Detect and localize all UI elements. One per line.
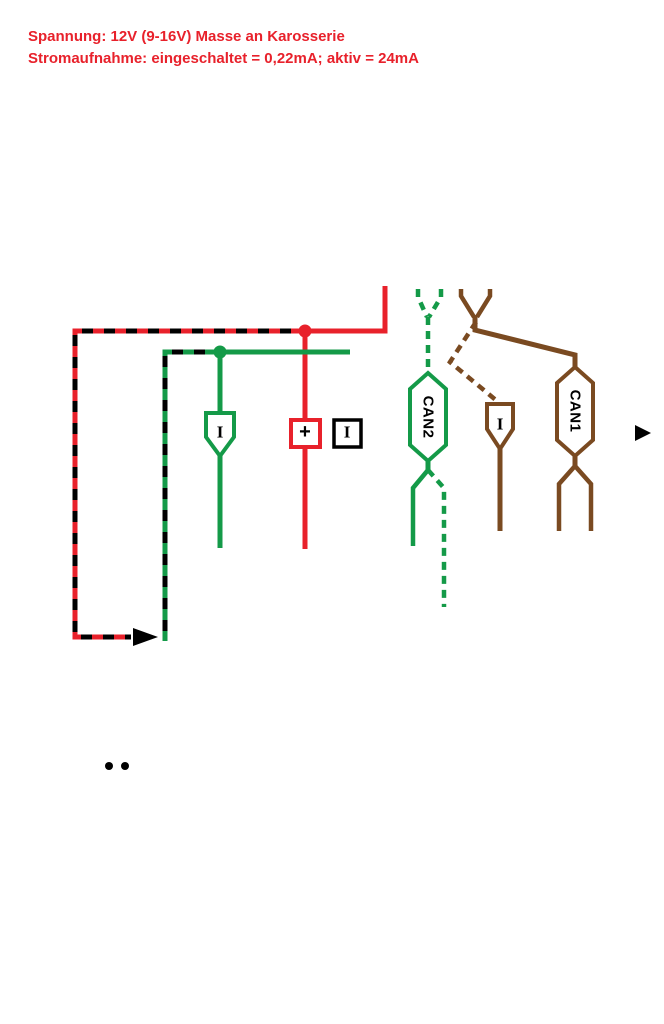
can1-bottom-left-branch [556,464,577,531]
can2-top-y-right-prong [427,289,444,319]
can2-connector-label: CAN2 [420,396,437,439]
terminal-green-shape [204,411,236,460]
terminal-green-label: I [217,423,224,442]
spec-header: Spannung: 12V (9-16V) Masse an Karosseri… [28,26,419,70]
green-wire [213,345,350,548]
red-black-stripe-overlay [72,328,302,640]
can2-bottom-right-branch-dashed [426,468,447,607]
green-black-stripe-underlay [162,349,216,641]
terminal-plus-label: + [299,421,311,443]
right-edge-arrow-icon [635,425,651,441]
voltage-spec-text: Spannung: 12V (9-16V) Masse an Karosseri… [28,28,345,45]
continuation-dot [121,762,129,770]
red-power-wire [298,286,388,549]
green-wires-below-can2 [410,461,447,607]
terminal-signal-black-label: I [344,423,351,442]
can2-top-y-left-prong [415,289,430,318]
can1-top-y-right-prong [475,289,493,319]
terminal-green: I [204,411,236,460]
red-black-stripe-underlay [72,328,302,640]
green-black-stripe-overlay [162,349,216,641]
can2-connector-shape [408,370,448,464]
continuation-dots [105,762,129,770]
current-spec-text: Stromaufnahme: eingeschaltet = 0,22mA; a… [28,50,419,67]
can1-bottom-right-branch [573,464,594,531]
brown-wire-can1-top [458,289,578,367]
continuation-dot [105,762,113,770]
can1-connector-label: CAN1 [567,390,584,433]
terminal-signal-black: I [332,418,363,449]
brown-wires-bottom [497,449,594,531]
can1-top-y-left-prong [458,289,476,319]
green-white-striped-wire-can2-top [415,289,444,373]
terminal-plus: + [289,418,322,449]
can1-connector-shape [555,364,595,459]
terminal-signal-black-shape [332,418,363,449]
can1-top-diagonal [472,316,578,367]
terminal-brown-label: I [497,415,504,434]
can2-bottom-left-branch [410,468,430,546]
red-junction-dot [298,324,312,338]
green-junction-dot [213,345,227,359]
can1-connector: CAN1 [555,364,595,459]
can2-connector: CAN2 [408,370,448,464]
continuation-arrow-icon [133,628,158,646]
terminal-plus-shape [289,418,322,449]
terminal-brown: I [485,402,515,453]
red-black-striped-wire [72,328,302,640]
green-black-striped-wire [162,349,216,641]
red-wire-top-elbow [305,286,388,334]
terminal-brown-shape [485,402,515,453]
brown-white-striped-wire [447,320,499,403]
